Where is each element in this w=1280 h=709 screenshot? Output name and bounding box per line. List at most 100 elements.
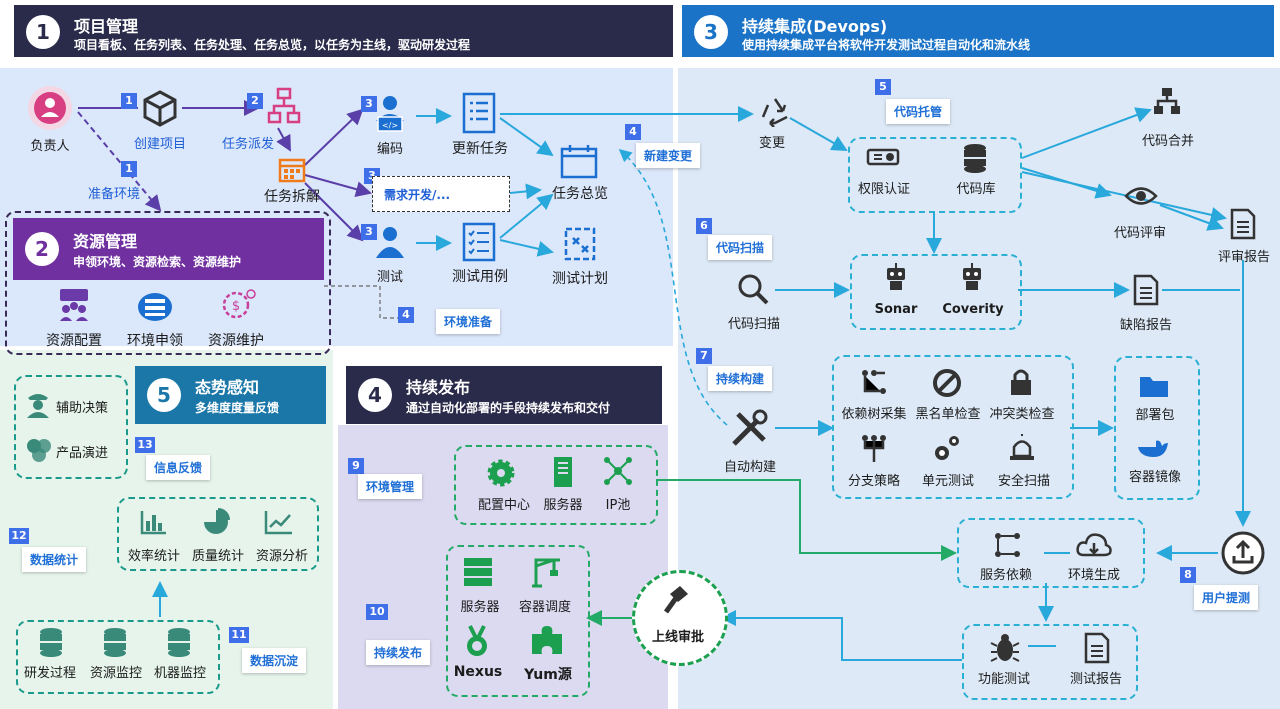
step-tag-4b: 4 — [398, 307, 414, 323]
circles-icon — [24, 436, 54, 468]
calendar-overview-icon — [560, 143, 598, 183]
new-change-callout: 新建变更 — [636, 143, 701, 168]
config-center-label: 配置中心 — [477, 498, 530, 513]
step-tag-3c: 3 — [361, 224, 377, 240]
dep-tree-label: 依赖树采集 — [841, 407, 907, 422]
server-label: 服务器 — [543, 498, 583, 513]
document-icon — [1230, 208, 1256, 244]
devops-panel-bg — [678, 68, 1280, 709]
security-scan-label: 安全扫描 — [997, 474, 1050, 489]
test-report-label: 测试报告 — [1069, 672, 1122, 687]
gear-dollar-icon: $ — [218, 287, 258, 327]
gavel-icon — [662, 584, 694, 618]
server-rack-icon — [462, 556, 494, 592]
step-tag-1: 1 — [121, 93, 137, 109]
deploy-pkg-label: 部署包 — [1135, 408, 1175, 423]
update-task-label: 更新任务 — [452, 141, 508, 157]
service-dep-icon — [993, 531, 1021, 563]
step-tag-7: 7 — [696, 348, 712, 364]
resource-config-label: 资源配置 — [46, 333, 102, 349]
folder-icon — [1138, 373, 1170, 403]
section-subtitle: 使用持续集成平台将软件开发测试过程自动化和流水线 — [742, 38, 1031, 52]
scan-tools-group — [850, 254, 1022, 330]
test-label: 测试 — [376, 270, 403, 285]
docker-icon — [1136, 433, 1170, 463]
func-test-label: 功能测试 — [977, 672, 1030, 687]
continuous-build-callout: 持续构建 — [708, 366, 773, 391]
lock-icon — [1008, 367, 1034, 401]
step-tag-12: 12 — [9, 528, 29, 544]
section-title: 项目管理 — [74, 17, 139, 36]
artifact-group — [1114, 356, 1200, 500]
step-tag-4a: 4 — [625, 124, 641, 140]
section-number: 3 — [694, 15, 728, 49]
test-group — [962, 624, 1138, 700]
step-tag-8: 8 — [1180, 567, 1196, 583]
resource-maint-label: 资源维护 — [208, 333, 264, 349]
search-icon — [736, 272, 770, 310]
step-tag-6: 6 — [696, 218, 712, 234]
service-dep-label: 服务依赖 — [979, 568, 1032, 583]
unit-test-label: 单元测试 — [921, 474, 974, 489]
env-gen-group — [957, 518, 1145, 588]
section-subtitle: 申领环境、资源检索、资源维护 — [73, 255, 242, 269]
machmon-label: 机器监控 — [153, 666, 206, 681]
wrench-icon — [728, 408, 770, 454]
resmon-label: 资源监控 — [89, 666, 142, 681]
test-plan-icon — [563, 226, 597, 266]
gear-icon — [486, 458, 516, 492]
release-callout: 持续发布 — [366, 640, 431, 665]
section-title: 资源管理 — [73, 232, 138, 251]
demand-dev-box[interactable] — [372, 176, 510, 212]
resource-frame — [5, 211, 331, 355]
sediment-group — [16, 620, 220, 694]
checklist-icon — [462, 92, 496, 138]
auth-label: 权限认证 — [857, 182, 910, 197]
section-4-header: 4 持续发布 通过自动化部署的手段持续发布和交付 — [346, 366, 662, 424]
crane-icon — [528, 556, 562, 592]
dependency-icon — [860, 368, 888, 400]
db-icon-3 — [166, 627, 192, 661]
code-label: 编码 — [376, 142, 403, 157]
cube-icon — [140, 88, 180, 132]
stats-callout: 数据统计 — [22, 547, 87, 572]
owner-label: 负责人 — [30, 139, 70, 154]
step-tag-9: 9 — [348, 458, 364, 474]
analysis-label: 资源分析 — [255, 549, 308, 564]
cloud-server-icon — [136, 289, 174, 327]
code-scan-callout: 代码扫描 — [708, 235, 773, 260]
certificate-icon — [866, 146, 900, 174]
sediment-callout: 数据沉淀 — [242, 648, 307, 673]
merge-icon — [1152, 86, 1182, 120]
prepare-env-label: 准备环境 — [87, 187, 140, 202]
env-mgmt-callout: 环境管理 — [358, 474, 423, 499]
decision-label: 辅助决策 — [56, 401, 109, 416]
container-image-label: 容器镜像 — [1128, 470, 1181, 485]
section-number: 5 — [147, 378, 181, 412]
robot-icon-2 — [958, 262, 986, 296]
review-report-label: 评审报告 — [1217, 250, 1270, 265]
nexus-label: Nexus — [453, 664, 503, 680]
blacklist-icon — [932, 368, 962, 402]
feedback-callout: 信息反馈 — [146, 455, 211, 480]
stats-group — [117, 497, 319, 571]
eff-label: 效率统计 — [127, 549, 180, 564]
section-3-header: 3 持续集成(Devops) 使用持续集成平台将软件开发测试过程自动化和流水线 — [682, 5, 1274, 57]
alarm-icon — [1008, 434, 1036, 466]
robot-icon — [882, 262, 910, 296]
test-plan-label: 测试计划 — [552, 271, 608, 287]
auto-build-label: 自动构建 — [723, 460, 776, 475]
pie-chart-icon — [202, 508, 232, 540]
bug-icon — [990, 632, 1020, 668]
code-review-label: 代码评审 — [1113, 226, 1166, 241]
env-apply-label: 环境申领 — [127, 333, 183, 349]
section-1-header: 1 项目管理 项目看板、任务列表、任务处理、任务总览，以任务为主线，驱动研发过程 — [14, 5, 673, 57]
report-icon — [1133, 274, 1159, 310]
release-group — [446, 545, 590, 697]
build-checks-group — [832, 355, 1074, 499]
sonar-label: Sonar — [874, 302, 918, 317]
bar-chart-icon — [140, 509, 168, 539]
task-overview-label: 任务总览 — [552, 186, 608, 202]
upload-icon[interactable] — [1220, 530, 1266, 580]
